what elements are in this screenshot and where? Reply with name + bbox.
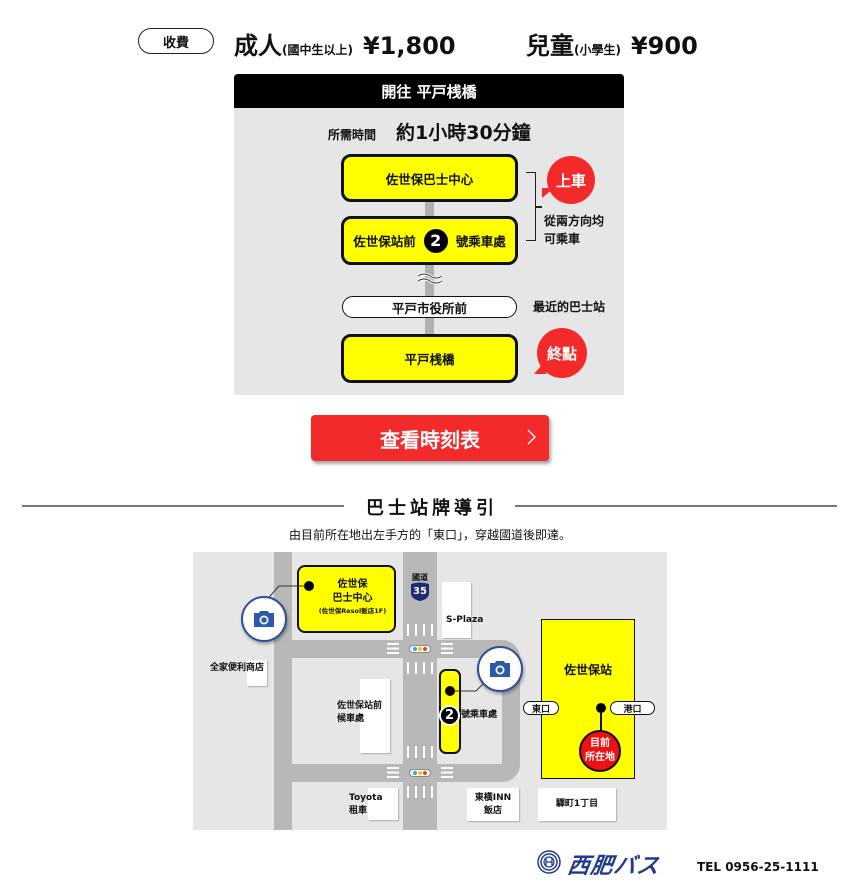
fare-label-pill: 收費 (138, 28, 214, 54)
duration-value: 約1小時30分鐘 (396, 122, 531, 144)
crosswalk (407, 624, 433, 636)
waiting-area-line2: 候車處 (337, 714, 365, 724)
route-break-icon (417, 272, 443, 284)
child-label: 兒童 (526, 32, 574, 60)
nearest-stop-note: 最近的巴士站 (533, 300, 606, 314)
adult-fare: 成人 (國中生以上) ¥1,800 (234, 26, 456, 61)
toyota-label: Toyota 租車 (349, 792, 383, 818)
crosswalk (387, 767, 399, 778)
route-35-shield-icon (411, 582, 429, 601)
platform-marker-dot (445, 686, 455, 696)
stop-sasebo-station: 佐世保站前 2 號乘車處 (341, 216, 518, 265)
waiting-area-line1: 佐世保站前 (337, 701, 383, 711)
toyota-building (368, 788, 398, 820)
boarding-note-line1: 從兩方向均 (544, 214, 605, 228)
stop-name-prefix: 佐世保站前 (353, 234, 416, 249)
child-note: (小學生) (574, 43, 621, 57)
waiting-area-label: 佐世保站前 候車處 (337, 700, 382, 726)
sasebo-station-label: 佐世保站 (563, 663, 612, 677)
platform-number-badge: 2 (439, 705, 460, 726)
adult-note: (國中生以上) (282, 43, 353, 57)
current-location-badge: 目前 所在地 (579, 730, 621, 772)
route-destination-header: 開往 平戸桟橋 (234, 74, 624, 108)
current-location-line1: 目前 (590, 738, 610, 749)
crosswalk (407, 746, 433, 758)
toyota-line2: 租車 (349, 806, 368, 816)
route-sign-label: 國道 (412, 573, 428, 582)
crosswalk (441, 643, 453, 654)
crosswalk (441, 767, 453, 778)
child-fare: 兒童 (小學生) ¥900 (526, 26, 698, 61)
section-divider-left (22, 505, 344, 507)
current-location-line2: 所在地 (585, 752, 615, 763)
platform-label: 號乘車處 (461, 710, 498, 720)
bus-center-label: 佐世保 巴士中心 (佐世保Resol飯店1F) (305, 578, 400, 616)
east-exit-label: 東口 (523, 701, 559, 715)
boarding-note-line2: 可乘車 (544, 232, 581, 246)
section-title: 巴士站牌導引 (366, 498, 498, 519)
camera-icon (490, 661, 510, 677)
bus-center-marker-dot (304, 581, 314, 591)
bus-stop-map: 國道 35 S-Plaza 全家便利商店 佐世保站前 候車處 Toyota 租車… (193, 552, 667, 830)
adult-price: ¥1,800 (362, 32, 456, 60)
child-price: ¥900 (630, 32, 698, 60)
crosswalk (407, 786, 433, 798)
terminal-badge: 終點 (537, 328, 587, 378)
stop-hirado-city-hall: 平戸市役所前 (342, 296, 517, 318)
camera-leader-line (455, 683, 484, 692)
waiting-area-building (360, 679, 390, 753)
bus-center-line3: (佐世保Resol飯店1F) (318, 607, 387, 615)
platform-number-badge: 2 (423, 228, 448, 253)
telephone-number: TEL 0956-25-1111 (697, 860, 819, 874)
s-plaza-label: S-Plaza (446, 615, 484, 625)
traffic-signal-icon (409, 769, 431, 777)
platform-photo-button[interactable] (477, 646, 523, 692)
saihi-bus-emblem-icon (537, 850, 561, 874)
port-exit-label: 港口 (610, 701, 655, 715)
familymart-label: 全家便利商店 (210, 663, 265, 673)
route-track-line (425, 200, 434, 340)
saihi-bus-logo: 西肥バス (565, 854, 662, 879)
boarding-bubble-tail (542, 188, 554, 198)
bus-center-building (297, 565, 396, 633)
toyoko-line1: 東橫INN (474, 793, 512, 803)
adult-label: 成人 (234, 32, 282, 60)
bus-center-photo-button[interactable] (241, 596, 287, 642)
stop-sasebo-bus-center: 佐世保巴士中心 (341, 154, 518, 202)
crosswalk (387, 643, 399, 654)
ekimae-building (538, 788, 616, 821)
bus-center-line2: 巴士中心 (332, 593, 373, 604)
ekimae-label: 驛町1丁目 (555, 799, 599, 809)
duration-label: 所需時間 (328, 128, 377, 142)
view-timetable-button[interactable]: 查看時刻表 (311, 415, 549, 461)
stop-name: 平戸市役所前 (391, 300, 467, 316)
stop-name: 平戸桟橋 (404, 352, 455, 367)
crosswalk (407, 662, 433, 674)
camera-icon (254, 611, 274, 627)
stop-name-suffix: 號乘車處 (455, 234, 506, 249)
toyoko-line2: 飯店 (483, 806, 502, 816)
boarding-note: 從兩方向均 可乘車 (544, 212, 604, 248)
bus-center-line1: 佐世保 (337, 579, 368, 590)
current-location-marker-dot (596, 703, 606, 713)
stop-hirado-pier: 平戸桟橋 (341, 334, 518, 383)
section-divider-right (515, 505, 837, 507)
boarding-bracket-tick (536, 206, 542, 208)
boarding-badge: 上車 (547, 156, 595, 204)
toyoko-inn-building (467, 788, 519, 821)
current-location-leader (600, 712, 602, 732)
traffic-signal-icon (409, 645, 431, 653)
toyota-line1: Toyota (349, 793, 383, 803)
s-plaza-building (442, 582, 471, 638)
boarding-bracket (526, 172, 536, 241)
chevron-right-icon (527, 429, 536, 445)
view-timetable-label: 查看時刻表 (380, 427, 480, 452)
section-description: 由目前所在地出左手方的「東口」，穿越國道後即達。 (288, 528, 571, 542)
familymart-building (247, 660, 267, 686)
toyoko-inn-label: 東橫INN 飯店 (467, 792, 519, 818)
route-sign-number: 35 (413, 586, 427, 597)
stop-name: 佐世保巴士中心 (385, 171, 474, 187)
